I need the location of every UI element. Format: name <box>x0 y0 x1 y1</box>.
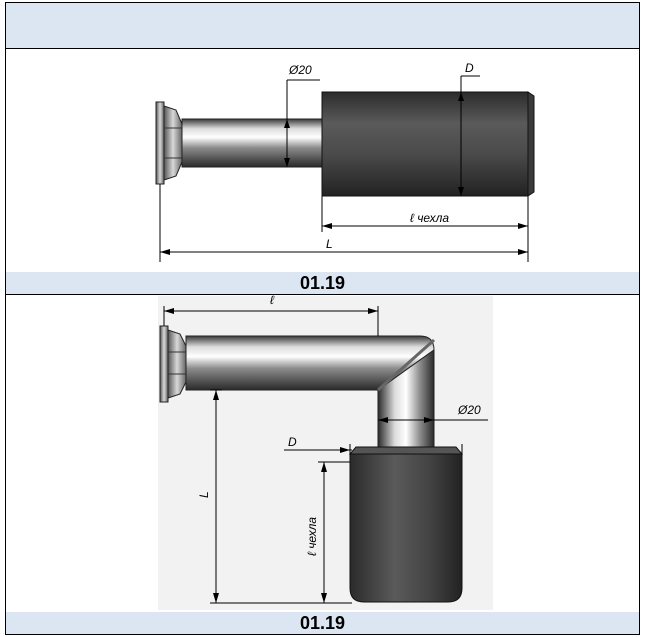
divider-top <box>5 48 640 49</box>
dimension-arrows-2 <box>164 308 434 603</box>
label-horizontal-length: ℓ <box>270 293 275 307</box>
head-flange-2 <box>159 325 187 403</box>
label-shaft-diameter: Ø20 <box>288 63 312 77</box>
label-sheath-length: ℓ чехла <box>410 211 449 225</box>
dimension-arrows-1 <box>160 92 528 255</box>
label-sheath-diameter-2: D <box>288 435 297 449</box>
label-sheath-diameter: D <box>465 61 474 75</box>
divider-middle <box>5 294 640 295</box>
caption-drawing-2: 01.19 <box>6 612 639 634</box>
label-sheath-length-2: ℓ чехла <box>305 517 319 556</box>
label-shaft-diameter-2: Ø20 <box>457 403 481 417</box>
caption-drawing-1: 01.19 <box>6 272 639 294</box>
sheath <box>321 91 535 197</box>
header-row <box>6 3 639 48</box>
label-total-length: L <box>326 237 333 251</box>
shaft <box>181 118 323 168</box>
sheath-2 <box>348 446 464 603</box>
head-flange <box>155 101 183 185</box>
table-frame <box>5 2 640 635</box>
label-total-length-2: L <box>197 491 211 498</box>
